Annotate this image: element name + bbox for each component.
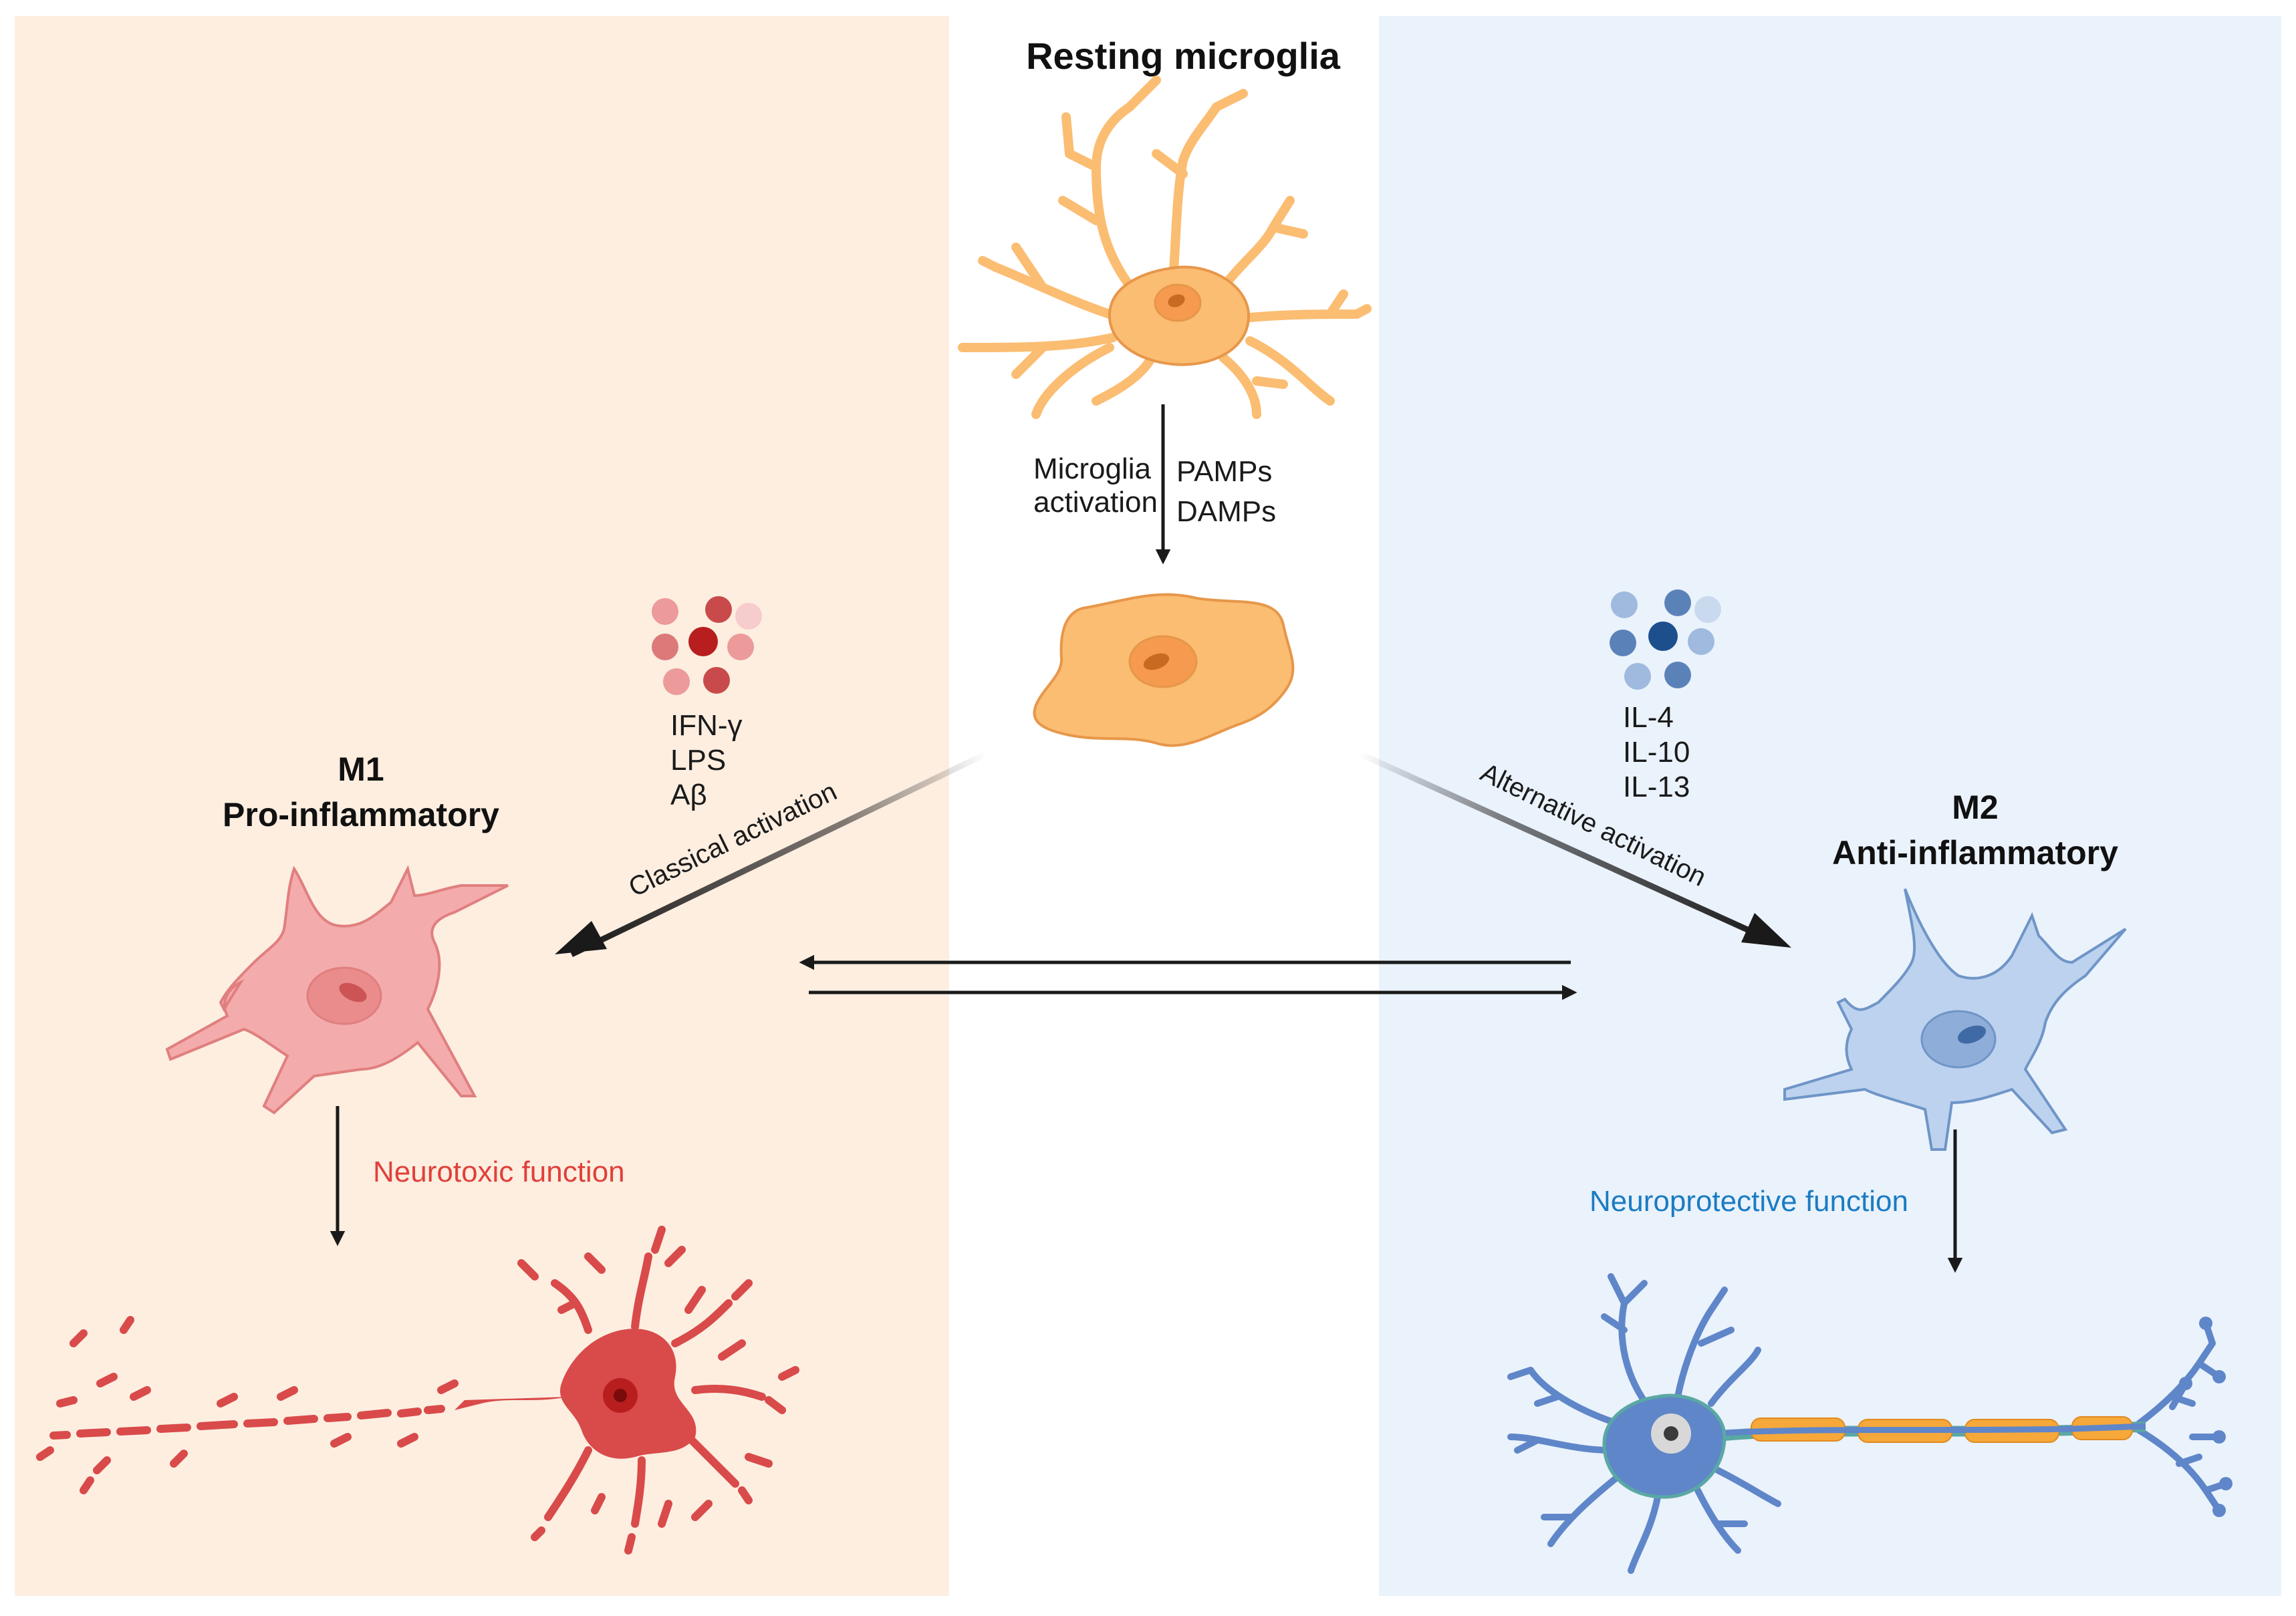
damps-label: DAMPs	[1176, 495, 1276, 528]
m2-stimulus-il13: IL-13	[1623, 771, 1690, 803]
classical-arrowhead	[555, 921, 607, 954]
neuroprotective-function-label: Neuroprotective function	[1589, 1185, 1908, 1218]
m2-label: M2	[1952, 789, 1998, 826]
myelinated-neuron-icon	[1507, 1273, 2233, 1574]
m1-panel	[15, 16, 949, 1596]
activated-microglia-icon	[1033, 593, 1295, 747]
m1-label: M1	[338, 751, 384, 788]
alternative-arrowhead	[1741, 913, 1791, 948]
m2-sublabel: Anti-inflammatory	[1832, 834, 2118, 871]
page-title: Resting microglia	[1026, 35, 1341, 77]
m1-stimulus-ifn: IFN-γ	[670, 709, 743, 742]
classical-activation-arrow	[570, 751, 987, 958]
activation-label-line2: activation	[1033, 486, 1158, 519]
m1-sublabel: Pro-inflammatory	[223, 796, 499, 833]
m1-microglia-icon	[165, 865, 509, 1115]
m2-panel	[1379, 16, 2281, 1596]
neurotoxic-function-label: Neurotoxic function	[373, 1156, 625, 1188]
alternative-activation-arrow	[1359, 751, 1769, 942]
resting-microglia-icon	[958, 76, 1372, 419]
m2-cytokine-cluster-icon	[1610, 589, 1721, 690]
activation-label-line1: Microglia	[1033, 452, 1152, 485]
pamps-label: PAMPs	[1176, 455, 1272, 488]
m1-cytokine-cluster-icon	[652, 596, 762, 695]
fragmented-neuron-icon	[36, 1226, 799, 1555]
m1-stimulus-lps: LPS	[670, 744, 726, 777]
m2-stimulus-il4: IL-4	[1623, 701, 1674, 734]
m2-stimulus-il10: IL-10	[1623, 736, 1690, 769]
m2-microglia-icon	[1783, 888, 2127, 1151]
m1-stimulus-abeta: Aβ	[670, 779, 707, 811]
